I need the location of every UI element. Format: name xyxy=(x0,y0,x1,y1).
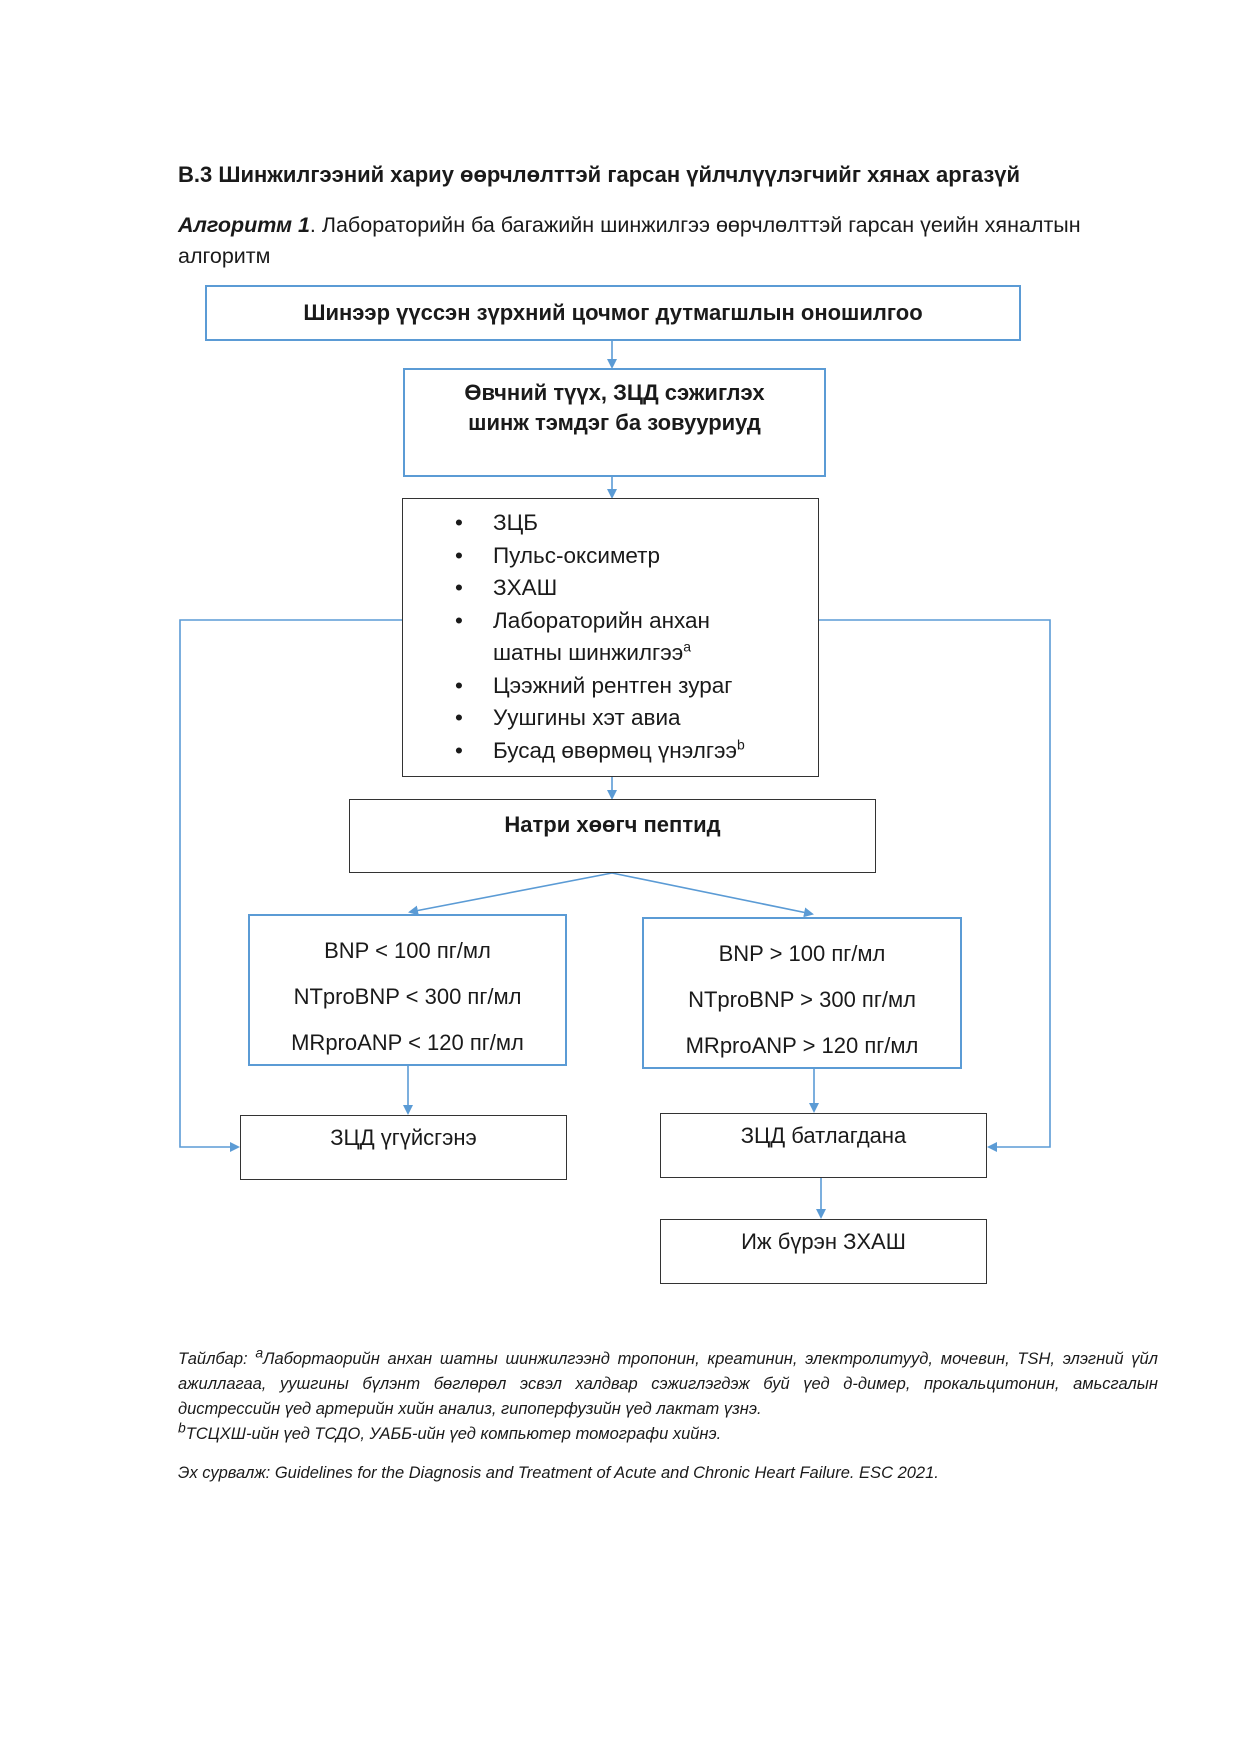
arrow-exams-bypass-right xyxy=(819,619,1051,1152)
footnote-lead: Тайлбар: xyxy=(178,1350,256,1368)
exam-item: Уушгины хэт авиа xyxy=(403,702,818,735)
high-mrproanp: MRproANP > 120 пг/мл xyxy=(685,1033,919,1058)
confirmed-box: ЗЦД батлагдана xyxy=(660,1113,987,1178)
source-citation: Эх сурвалж: Guidelines for the Diagnosis… xyxy=(178,1464,939,1482)
footnote-marker-b: b xyxy=(736,736,745,752)
exam-item: ЗХАШ xyxy=(403,572,818,605)
low-ntprobnp: NTproBNP < 300 пг/мл xyxy=(293,984,522,1009)
peptide-box: Натри хөөгч пептид xyxy=(349,799,876,873)
exams-list: ЗЦБ Пульс-оксиметр ЗХАШ Лабораторийн анх… xyxy=(403,499,818,767)
exam-item: Бусад өвөрмөц үнэлгээb xyxy=(403,735,818,768)
low-mrproanp: MRproANP < 120 пг/мл xyxy=(291,1030,524,1055)
exam-item-continuation: шатны шинжилгээa xyxy=(493,638,691,666)
caption-label: Алгоритм 1 xyxy=(178,213,310,237)
high-bnp: BNP > 100 пг/мл xyxy=(718,941,886,966)
algorithm-caption: Алгоритм 1. Лабораторийн ба багажийн шин… xyxy=(178,210,1118,272)
footnote-sup-b: b xyxy=(178,1419,186,1436)
high-values-box: BNP > 100 пг/мл NTproBNP > 300 пг/мл MRp… xyxy=(642,917,962,1069)
footnote: Тайлбар: aЛабортаорийн анхан шатны шинжи… xyxy=(178,1344,1158,1447)
exam-item: Пульс-оксиметр xyxy=(403,540,818,573)
excluded-box: ЗЦД үгүйсгэнэ xyxy=(240,1115,567,1180)
low-values-box: BNP < 100 пг/мл NTproBNP < 300 пг/мл MRp… xyxy=(248,914,567,1066)
history-line-2: шинж тэмдэг ба зовууриуд xyxy=(468,410,761,435)
section-heading: В.3 Шинжилгээний хариу өөрчлөлттэй гарса… xyxy=(178,162,1021,187)
history-box: Өвчний түүх, ЗЦД сэжиглэх шинж тэмдэг ба… xyxy=(403,368,826,477)
history-line-1: Өвчний түүх, ЗЦД сэжиглэх xyxy=(464,380,765,405)
arrow-peptide-to-low xyxy=(408,872,613,916)
footnote-sup-a: a xyxy=(255,1344,264,1361)
footnote-marker-a: a xyxy=(683,638,691,655)
exam-item: ЗЦБ xyxy=(403,507,818,540)
arrow-peptide-to-high xyxy=(611,872,814,918)
arrow-exams-bypass-left xyxy=(179,619,402,1152)
exam-item: Лабораторийн анхан xyxy=(403,605,818,638)
caption-text: . Лабораторийн ба багажийн шинжилгээ өөр… xyxy=(178,213,1081,268)
footnote-text-a: Лабортаорийн анхан шатны шинжилгээнд тро… xyxy=(178,1350,1158,1418)
exam-item: Цээжний рентген зураг xyxy=(403,670,818,703)
start-box: Шинээр үүссэн зүрхний цочмог дутмагшлын … xyxy=(205,285,1021,341)
low-bnp: BNP < 100 пг/мл xyxy=(324,938,491,963)
high-ntprobnp: NTproBNP > 300 пг/мл xyxy=(688,987,916,1012)
full-echo-box: Иж бүрэн ЗХАШ xyxy=(660,1219,987,1284)
footnote-text-b: ТСЦХШ-ийн үед ТСДО, УАББ-ийн үед компьют… xyxy=(185,1425,722,1443)
exams-box: ЗЦБ Пульс-оксиметр ЗХАШ Лабораторийн анх… xyxy=(402,498,819,777)
